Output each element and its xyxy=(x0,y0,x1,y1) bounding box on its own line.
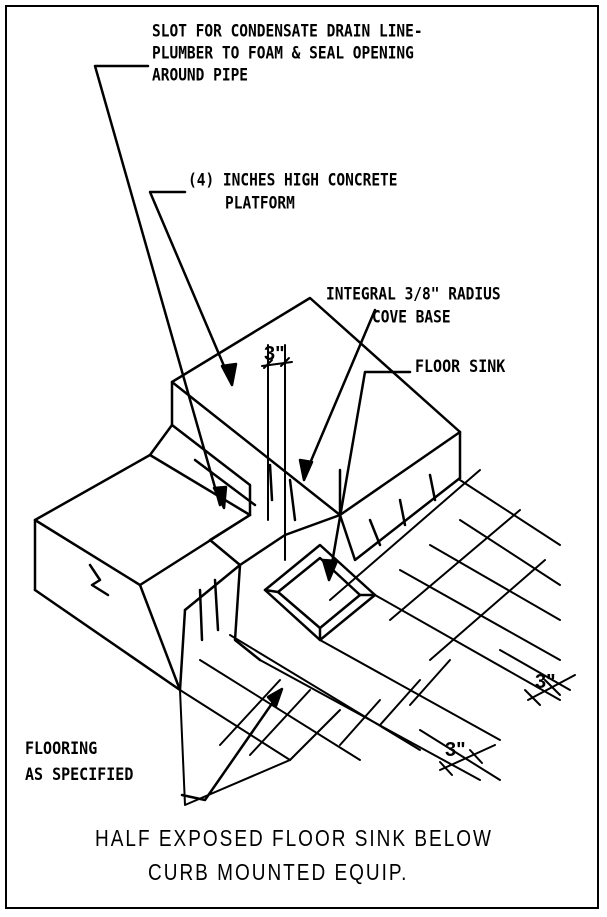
vertical-dimension xyxy=(261,344,293,561)
condensate-label-line-1: SLOT FOR CONDENSATE DRAIN LINE- xyxy=(152,22,423,42)
flooring-label-line-1: FLOORING xyxy=(25,737,98,759)
tile-dimensions xyxy=(419,649,576,781)
bottom-dimension-label: 3" xyxy=(445,739,466,761)
cove-base-label-line-2: COVE BASE xyxy=(372,308,451,328)
condensate-label-line-3: AROUND PIPE xyxy=(152,66,249,86)
caption-line-1: HALF EXPOSED FLOOR SINK BELOW xyxy=(95,826,493,852)
platform-label-line-1: (4) INCHES HIGH CONCRETE xyxy=(188,171,398,191)
curb-block xyxy=(33,423,257,692)
right-dimension-label: 3" xyxy=(535,671,556,693)
floor-sink-label: FLOOR SINK xyxy=(415,355,506,377)
cove-base-label-line-1: INTEGRAL 3/8" RADIUS xyxy=(326,285,501,305)
leader-lines xyxy=(93,64,412,802)
concrete-platform xyxy=(170,296,462,562)
condensate-label-line-2: PLUMBER TO FOAM & SEAL OPENING xyxy=(152,44,414,64)
drawing-frame xyxy=(5,5,599,909)
flooring-label-line-2: AS SPECIFIED xyxy=(25,763,134,785)
vertical-dimension-label: 3" xyxy=(264,343,285,365)
caption-line-2: CURB MOUNTED EQUIP. xyxy=(148,860,409,886)
platform-label-line-2: PLATFORM xyxy=(225,194,295,214)
floor-tile-grid xyxy=(179,469,561,806)
